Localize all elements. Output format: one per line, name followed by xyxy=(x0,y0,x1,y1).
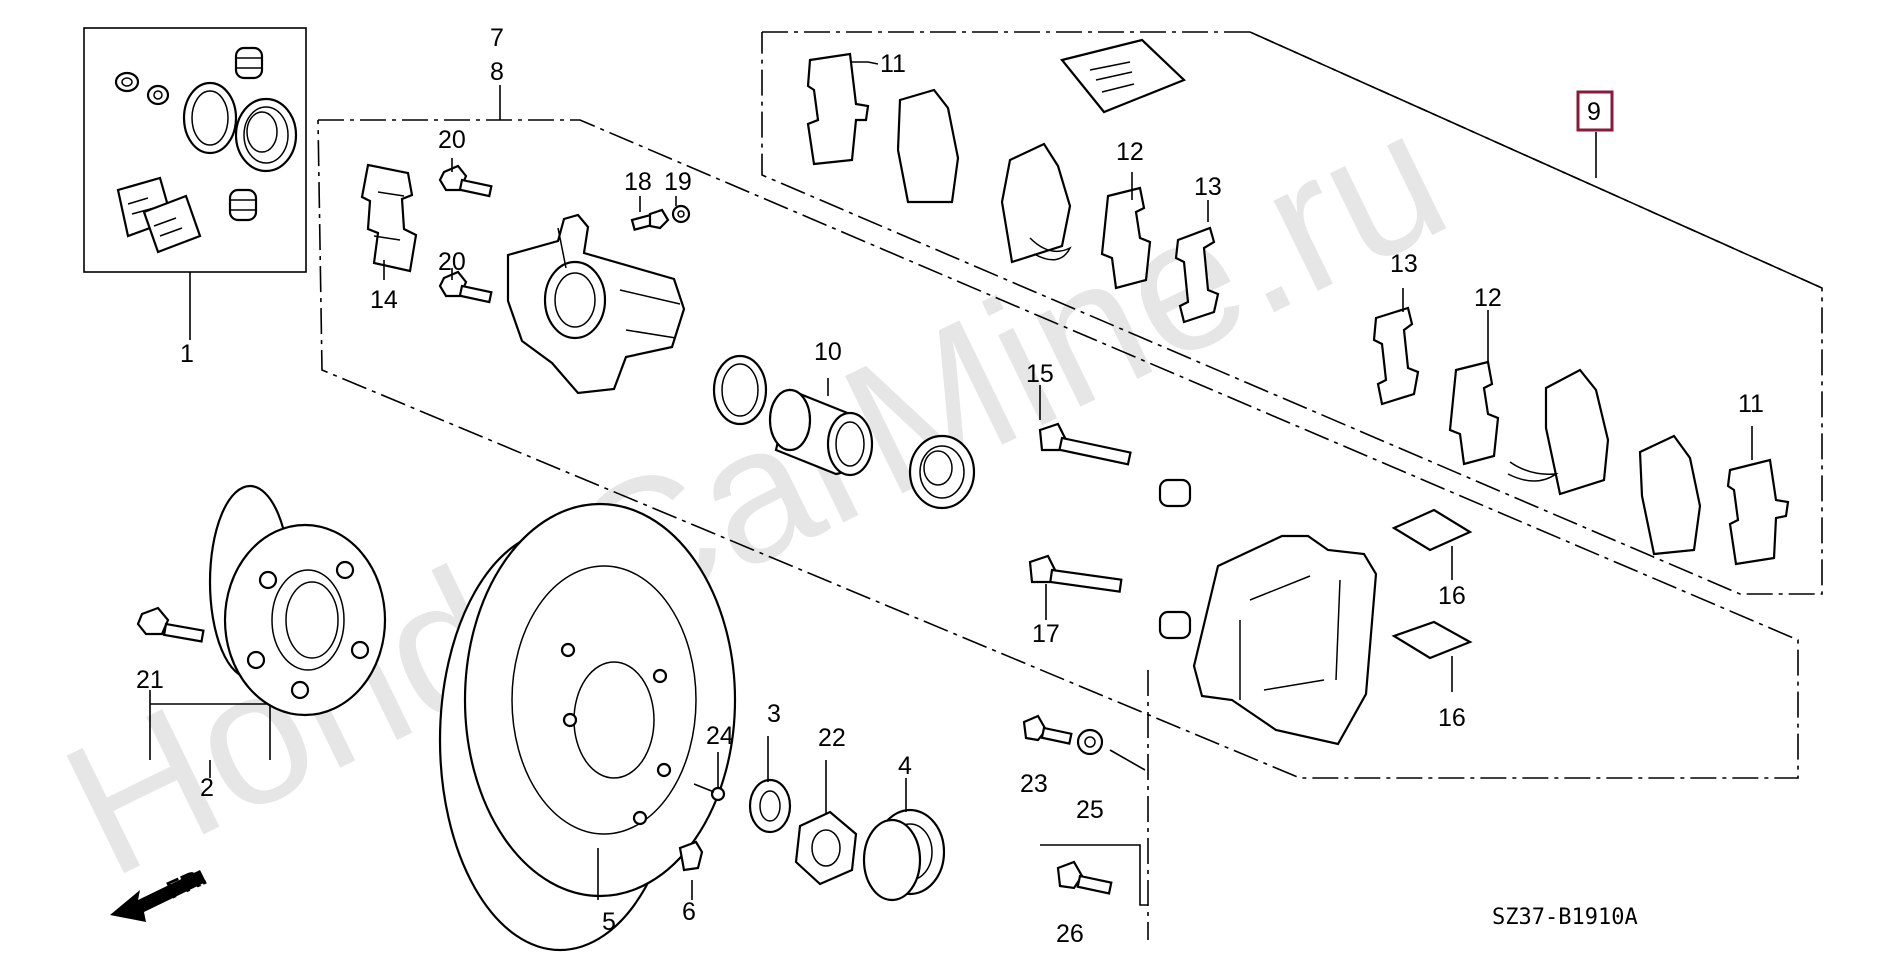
callout-21: 21 xyxy=(136,666,164,694)
caliper-bracket xyxy=(1192,534,1378,746)
callout-25: 25 xyxy=(1076,796,1104,824)
callout-6: 6 xyxy=(682,898,696,926)
callout-10: 10 xyxy=(814,338,842,366)
seal-kit-parts xyxy=(114,46,298,254)
caliper-body xyxy=(506,213,686,395)
pad-set-lower xyxy=(1372,306,1790,566)
callout-16-bottom: 16 xyxy=(1438,704,1466,732)
callout-13-bottom: 13 xyxy=(1390,250,1418,278)
callout-2: 2 xyxy=(200,774,214,802)
front-direction-arrow xyxy=(110,870,206,922)
callout-1: 1 xyxy=(180,340,194,368)
callout-17: 17 xyxy=(1032,620,1060,648)
callout-14: 14 xyxy=(370,286,398,314)
pad-set-upper xyxy=(806,38,1220,324)
callout-15: 15 xyxy=(1026,360,1054,388)
callout-4: 4 xyxy=(898,752,912,780)
callout-20-bottom: 20 xyxy=(438,248,466,276)
callout-12-top: 12 xyxy=(1116,138,1144,166)
callout-3: 3 xyxy=(767,700,781,728)
bleeder-screw xyxy=(630,204,691,232)
callout-22: 22 xyxy=(818,724,846,752)
callout-9: 9 xyxy=(1587,98,1601,126)
callout-19: 19 xyxy=(664,168,692,196)
callout-12-bottom: 12 xyxy=(1474,284,1502,312)
group-outlines xyxy=(83,27,1823,940)
callout-5: 5 xyxy=(602,908,616,936)
callout-8: 8 xyxy=(490,58,504,86)
callout-11-bottom: 11 xyxy=(1738,390,1764,418)
callout-23: 23 xyxy=(1020,770,1048,798)
piston xyxy=(712,354,976,510)
pad-clips xyxy=(1391,508,1473,660)
leader-lines xyxy=(149,61,1753,900)
callout-9-highlight xyxy=(1576,90,1614,132)
guide-pins xyxy=(1028,422,1192,640)
callout-16-top: 16 xyxy=(1438,582,1466,610)
bolts-20 xyxy=(438,164,493,304)
callout-26: 26 xyxy=(1056,920,1084,948)
callout-20-top: 20 xyxy=(438,126,466,154)
callout-13-top: 13 xyxy=(1194,173,1222,201)
small-hardware xyxy=(678,714,1113,902)
hub-bearing xyxy=(136,484,387,717)
brake-rotor xyxy=(438,502,737,952)
callout-7: 7 xyxy=(490,24,504,52)
callout-11-top: 11 xyxy=(880,50,906,78)
pad-spring xyxy=(360,163,418,273)
callout-24: 24 xyxy=(706,722,734,750)
callout-18: 18 xyxy=(624,168,652,196)
callouts: 1 2 3 4 5 6 7 8 9 10 11 11 12 12 13 13 1… xyxy=(136,24,1764,948)
diagram-code: SZ37-B1910A xyxy=(1492,905,1638,930)
